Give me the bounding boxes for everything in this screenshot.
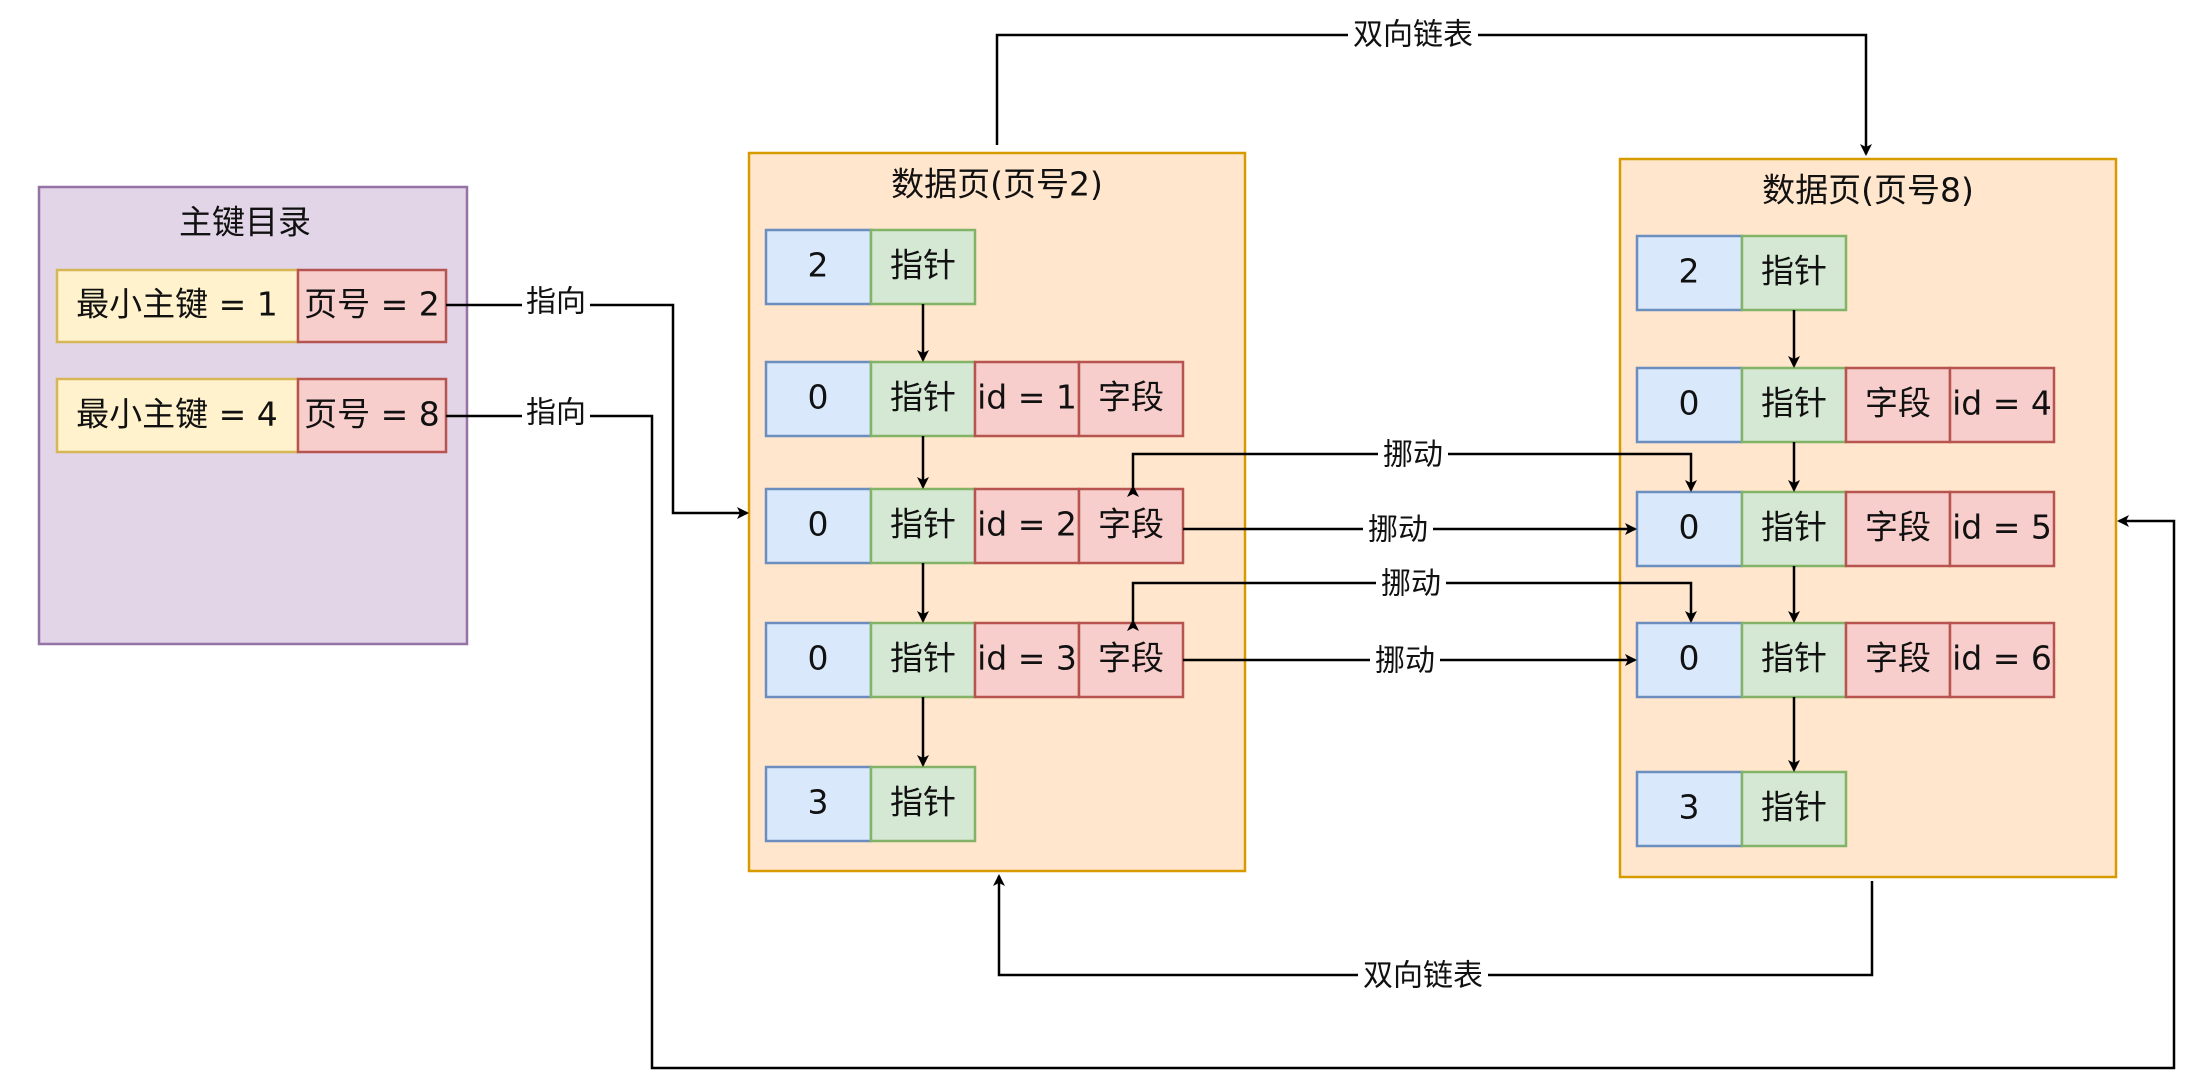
record-type-cell	[1635, 621, 1744, 699]
field-cell	[1844, 621, 1952, 699]
move-label-2: 挪动	[1368, 513, 1428, 548]
id-text: id = 2	[977, 505, 1077, 544]
record-type-cell	[764, 621, 873, 699]
pointer-text: 指针	[890, 378, 956, 417]
field-cell	[1077, 360, 1185, 438]
record-type-cell	[764, 360, 873, 438]
page8-row-1: 2 指针	[1635, 234, 1848, 312]
pointer-text: 指针	[1761, 639, 1827, 678]
min-key-text: 最小主键 = 1	[76, 285, 278, 324]
id-cell	[1948, 490, 2056, 568]
record-type-text: 2	[808, 246, 829, 285]
field-cell	[1844, 366, 1952, 444]
points-to-label-1: 指向	[526, 285, 586, 320]
record-type-cell	[764, 765, 873, 843]
move-label-1: 挪动	[1383, 438, 1443, 473]
page8-row-5: 3 指针	[1635, 770, 1848, 848]
page8-row-2: 0 指针 字段 id = 4	[1635, 366, 2056, 444]
field-cell	[1077, 487, 1185, 565]
pointer-text: 指针	[890, 639, 956, 678]
pointer-text: 指针	[1761, 384, 1827, 423]
pointer-cell	[1740, 770, 1848, 848]
id-text: id = 6	[1952, 639, 2052, 678]
data-page-2-title: 数据页(页号2)	[891, 165, 1103, 204]
id-cell	[973, 621, 1081, 699]
pointer-cell	[869, 765, 977, 843]
record-type-text: 0	[1679, 639, 1700, 678]
id-text: id = 3	[977, 639, 1077, 678]
directory-entry-2: 最小主键 = 4 页号 = 8	[55, 377, 448, 454]
move-label-3: 挪动	[1381, 567, 1441, 602]
record-type-cell	[764, 487, 873, 565]
page2-row-4: 0 指针 id = 3 字段	[764, 621, 1185, 699]
page-no-text: 页号 = 2	[304, 285, 440, 324]
record-type-text: 0	[1679, 508, 1700, 547]
data-page-8-title: 数据页(页号8)	[1762, 171, 1974, 210]
pointer-text: 指针	[1761, 252, 1827, 291]
record-type-text: 2	[1679, 252, 1700, 291]
points-to-label-2: 指向	[526, 396, 586, 431]
page2-row-3: 0 指针 id = 2 字段	[764, 487, 1185, 565]
id-cell	[973, 360, 1081, 438]
field-text: 字段	[1098, 505, 1164, 544]
pointer-text: 指针	[890, 505, 956, 544]
directory-to-page2-arrow	[446, 303, 749, 519]
page8-row-3: 0 指针 字段 id = 5	[1635, 490, 2056, 568]
record-type-text: 0	[1679, 384, 1700, 423]
record-type-text: 0	[808, 639, 829, 678]
directory-to-page8-arrow	[446, 414, 2176, 1070]
record-type-text: 0	[808, 505, 829, 544]
page-no-text: 页号 = 8	[304, 395, 440, 434]
id-cell	[973, 487, 1081, 565]
field-text: 字段	[1098, 639, 1164, 678]
pointer-text: 指针	[1761, 508, 1827, 547]
id-text: id = 5	[1952, 508, 2052, 547]
field-text: 字段	[1098, 378, 1164, 417]
linked-list-top-label: 双向链表	[1353, 18, 1473, 53]
record-type-text: 3	[808, 783, 829, 822]
record-type-cell	[764, 228, 873, 306]
page2-row-1: 2 指针	[764, 228, 977, 306]
linked-list-bottom-label: 双向链表	[1363, 959, 1483, 994]
id-text: id = 1	[977, 378, 1077, 417]
field-text: 字段	[1865, 508, 1931, 547]
move-label-4: 挪动	[1375, 644, 1435, 679]
record-type-text: 3	[1679, 788, 1700, 827]
pointer-cell	[1740, 490, 1848, 568]
page2-row-5: 3 指针	[764, 765, 977, 843]
pointer-cell	[1740, 366, 1848, 444]
pointer-text: 指针	[890, 783, 956, 822]
id-cell	[1948, 621, 2056, 699]
pointer-text: 指针	[1761, 788, 1827, 827]
page-no-cell	[296, 377, 448, 454]
record-type-text: 0	[808, 378, 829, 417]
directory-title: 主键目录	[179, 203, 311, 242]
pointer-text: 指针	[890, 246, 956, 285]
page8-row-4: 0 指针 字段 id = 6	[1635, 621, 2056, 699]
pointer-cell	[869, 621, 977, 699]
field-text: 字段	[1865, 639, 1931, 678]
page-no-cell	[296, 268, 448, 344]
min-key-cell	[55, 377, 300, 454]
page2-row-2: 0 指针 id = 1 字段	[764, 360, 1185, 438]
record-type-cell	[1635, 770, 1744, 848]
id-cell	[1948, 366, 2056, 444]
field-text: 字段	[1865, 384, 1931, 423]
directory-entry-1: 最小主键 = 1 页号 = 2	[55, 268, 448, 344]
id-text: id = 4	[1952, 384, 2052, 423]
min-key-text: 最小主键 = 4	[76, 395, 278, 434]
